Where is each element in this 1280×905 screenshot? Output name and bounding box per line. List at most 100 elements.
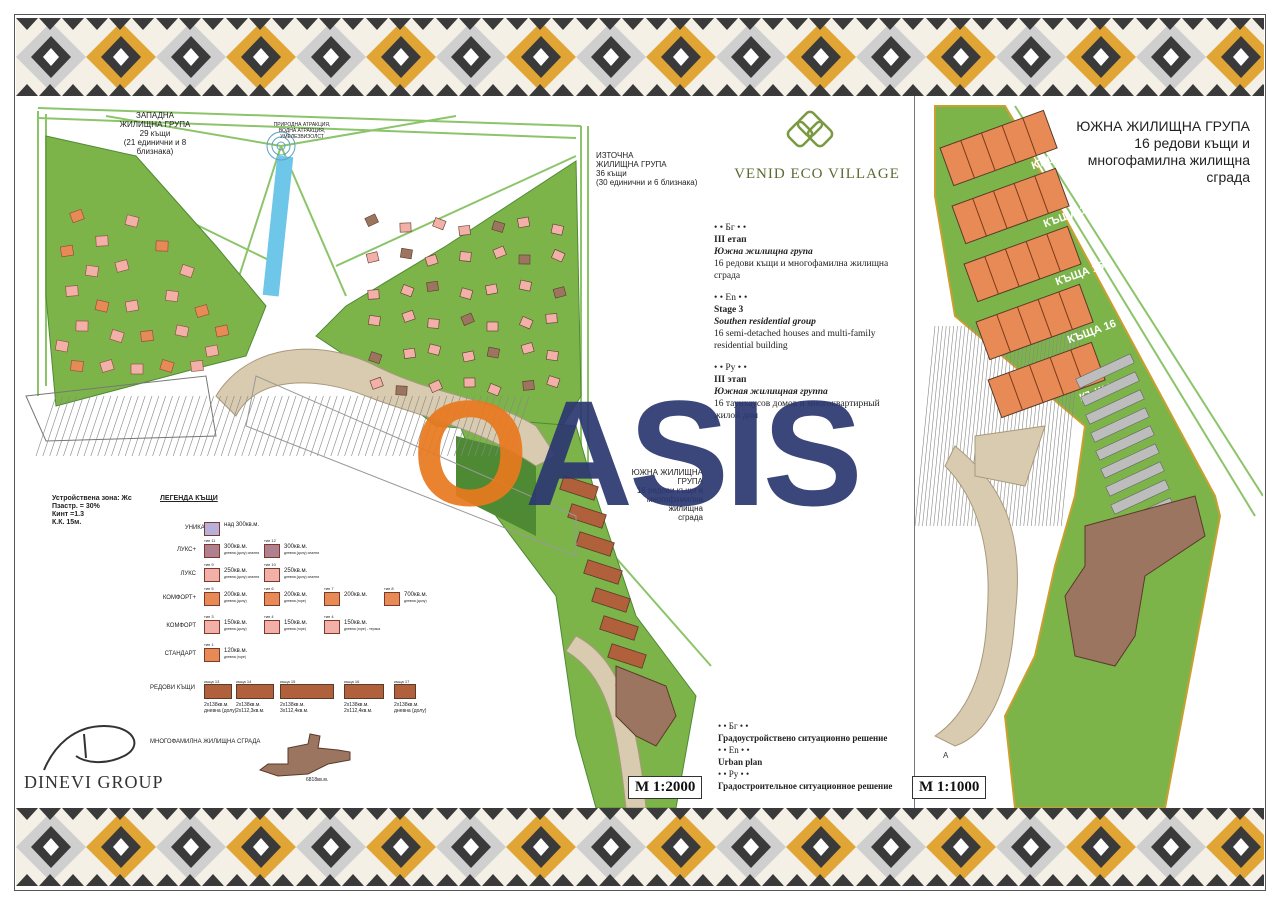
legend-area: 250кв.м. (224, 568, 248, 574)
legend-label: СТАНДАРТ (164, 651, 196, 657)
parking-row (1095, 425, 1155, 461)
row-house-area: 2x138кв.м. (394, 702, 419, 708)
house (550, 223, 565, 236)
house (546, 350, 559, 362)
house (99, 359, 115, 373)
west-houses (54, 208, 230, 375)
water-circle (266, 131, 296, 161)
legend-type: тип 1 (204, 642, 214, 647)
brand-name: VENID ECO VILLAGE (734, 166, 900, 182)
row-house (599, 615, 639, 641)
parking-row (1110, 479, 1170, 515)
corner-mark: A (943, 751, 949, 760)
row-house-swatch (344, 684, 384, 699)
house (427, 343, 442, 356)
legend-note: дневна (долу) спалня (224, 551, 260, 555)
multi-family-label: МНОГОФАМИЛНА ЖИЛИЩНА СГРАДА (150, 739, 261, 745)
legend-type: тип 9 (204, 562, 214, 567)
house (369, 376, 384, 390)
house (59, 244, 75, 258)
legend-type: тип 6 (264, 586, 274, 591)
legend-type: тип 4 (264, 614, 274, 619)
house (460, 312, 475, 326)
house (70, 360, 84, 372)
legend-area: 300кв.м. (224, 544, 248, 550)
legend-note: дневна (горе) (284, 599, 307, 603)
house (487, 383, 502, 397)
house (367, 289, 380, 300)
legend-area: 200кв.м. (224, 592, 248, 598)
legend-label: ЛУКС (180, 571, 196, 577)
parking-row (1080, 371, 1140, 407)
multi-family-building (615, 665, 677, 747)
legend-label: ЛУКС+ (176, 547, 196, 553)
legend-swatch (204, 648, 220, 662)
brand-logo: VENID ECO VILLAGE (724, 110, 910, 190)
house (159, 359, 175, 373)
house (54, 339, 70, 353)
house (399, 247, 413, 260)
house (518, 279, 533, 292)
house (75, 320, 89, 332)
house (484, 283, 499, 296)
row-house-name: къща 17 (394, 679, 410, 684)
legend-note: дневна (горе) (284, 627, 307, 631)
house (545, 313, 558, 324)
house (194, 304, 210, 318)
legend-swatch (324, 592, 340, 606)
house (518, 254, 531, 265)
multi-family-legend-icon (258, 733, 351, 777)
parking-row (1085, 389, 1145, 425)
legend-swatch (204, 592, 220, 606)
row-house-swatch (280, 684, 334, 699)
house (179, 263, 195, 279)
house (130, 363, 144, 375)
pattern-band-bottom (16, 808, 1264, 886)
house (461, 350, 476, 363)
house (519, 315, 534, 330)
house (458, 225, 471, 236)
row-house-detail: 2x112,3кв.м. (236, 708, 265, 714)
house (114, 259, 130, 273)
house (124, 214, 140, 228)
west-group-area (45, 135, 267, 407)
legend-area: 200кв.м. (344, 592, 368, 598)
row-house-detail: дневна (долу) (204, 708, 237, 714)
row-house-area: 2x138кв.м. (236, 702, 261, 708)
legend-type: тип 3 (204, 614, 214, 619)
row-house-name: къща 13 (204, 679, 220, 684)
house (427, 318, 440, 329)
row-house-area: 2x138кв.м. (344, 702, 369, 708)
legend-swatch (264, 620, 280, 634)
house (426, 280, 439, 292)
site-plan-map (25, 107, 712, 808)
house (65, 285, 79, 297)
row-houses-label: РЕДОВИ КЪЩИ (150, 685, 195, 691)
main-road (215, 348, 557, 467)
knot-icon (786, 110, 834, 148)
row-house-detail: дневна (долу) (394, 708, 427, 714)
legend-swatch (204, 544, 220, 558)
row-house (583, 559, 623, 585)
oasis-watermark: OASIS (412, 369, 863, 537)
house (424, 253, 439, 267)
house (155, 240, 169, 252)
parking-row (1105, 461, 1165, 497)
legend-area: 120кв.м. (224, 648, 248, 654)
house (486, 346, 501, 359)
house (428, 379, 443, 393)
developer-name: DINEVI GROUP (24, 772, 164, 792)
house (520, 342, 535, 355)
row-house-name: къща 14 (236, 679, 252, 684)
house (109, 329, 125, 343)
house (486, 321, 499, 332)
house (459, 251, 472, 262)
legend-type: тип 12 (264, 538, 276, 543)
row-house-swatch (204, 684, 232, 699)
legend-swatch (264, 568, 280, 582)
row-house-name: къща 15 (280, 679, 296, 684)
house (190, 360, 204, 372)
legend-note: дневна (горе) - тераса (344, 627, 381, 631)
